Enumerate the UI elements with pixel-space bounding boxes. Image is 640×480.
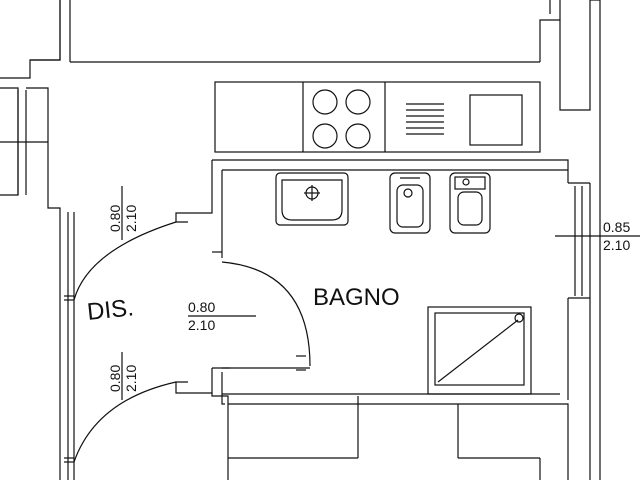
bathroom-walls: [175, 159, 569, 480]
left-wall: [0, 0, 75, 480]
cooktop-icon: [312, 89, 371, 149]
kitchen-counter: [214, 81, 541, 153]
window-bathroom: [555, 182, 640, 299]
door-dis-bottom[interactable]: [64, 381, 177, 463]
right-wall: [589, 0, 601, 480]
door-left-bottom-height: 2.10: [123, 365, 139, 392]
door-bagno-width: 0.80: [188, 299, 215, 315]
toilet-icon: [449, 172, 491, 234]
door-bagno[interactable]: [212, 250, 311, 371]
room-label-dis: DIS.: [86, 294, 135, 326]
window-right-width: 0.85: [603, 219, 630, 235]
door-dis-top[interactable]: [64, 221, 177, 301]
door-left-bottom-width: 0.80: [107, 365, 123, 392]
door-bagno-height: 2.10: [188, 317, 215, 333]
door-left-top-height: 2.10: [123, 205, 139, 232]
shower-tray-icon: [427, 306, 532, 395]
kitchen-sink-icon: [406, 94, 523, 146]
bidet-icon: [389, 172, 431, 234]
room-label-bagno: BAGNO: [313, 284, 400, 311]
upper-wall: [30, 0, 591, 111]
window-right-height: 2.10: [603, 237, 630, 253]
sink-icon: [275, 172, 349, 226]
door-left-top-width: 0.80: [107, 205, 123, 232]
